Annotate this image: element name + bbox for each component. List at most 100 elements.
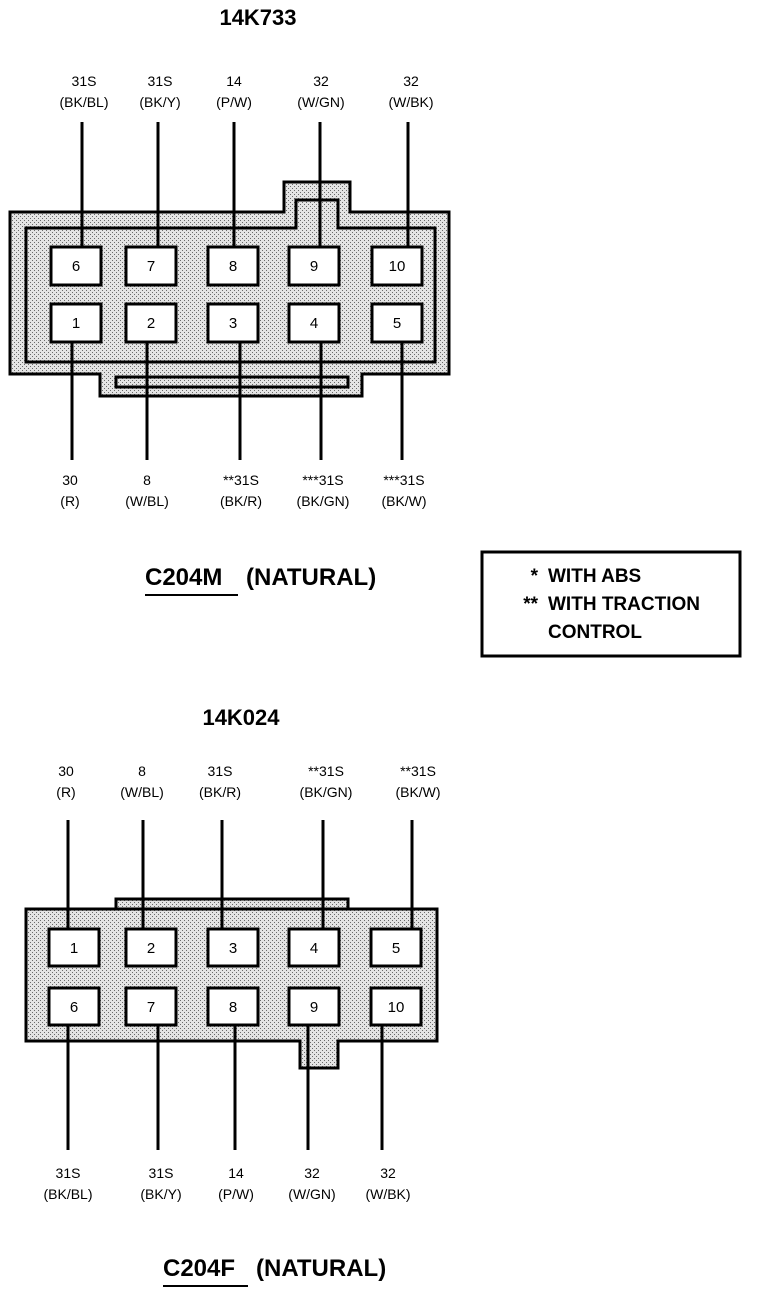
pin-cavity <box>370 245 424 287</box>
pin-cavity <box>124 302 178 344</box>
bottom-pins: 1 2 3 4 5 6 7 8 9 10 <box>47 927 423 1027</box>
top-wire-labels-below: 30 (R) 8 (W/BL) **31S (BK/R) ***31S (BK/… <box>60 472 426 509</box>
pin-cavity <box>287 302 341 344</box>
wire-circuit: 30 <box>62 472 78 488</box>
wire-color: (BK/Y) <box>140 1186 181 1202</box>
wire-circuit: 14 <box>228 1165 244 1181</box>
pin-number: 3 <box>229 315 237 332</box>
bottom-part-number: 14K024 <box>202 705 280 730</box>
legend-mark: * <box>531 566 539 587</box>
bottom-wire-labels-below: 31S (BK/BL) 31S (BK/Y) 14 (P/W) 32 (W/GN… <box>43 1165 410 1202</box>
pin-number: 8 <box>229 999 237 1016</box>
top-part-number: 14K733 <box>219 5 296 30</box>
pin-number: 5 <box>393 315 401 332</box>
wire-circuit: 14 <box>226 73 242 89</box>
wire-circuit: 31S <box>148 73 173 89</box>
bottom-wires-below <box>66 1015 384 1150</box>
pin-cavity <box>287 927 341 968</box>
wire-circuit: **31S <box>223 472 259 488</box>
wire-color: (BK/GN) <box>300 784 353 800</box>
wire-color: (BK/GN) <box>297 493 350 509</box>
pin-cavity <box>287 245 341 287</box>
top-wires-above <box>80 122 410 248</box>
wire-circuit: ***31S <box>302 472 343 488</box>
pin-number: 1 <box>70 940 78 957</box>
top-wire-labels-above: 31S (BK/BL) 31S (BK/Y) 14 (P/W) 32 (W/GN… <box>59 73 433 110</box>
wire-circuit: 32 <box>304 1165 320 1181</box>
wire-color: (BK/BL) <box>59 94 108 110</box>
bottom-wire-labels-above: 30 (R) 8 (W/BL) 31S (BK/R) **31S (BK/GN)… <box>56 763 440 800</box>
wire-circuit: 32 <box>403 73 419 89</box>
wire-color: (P/W) <box>216 94 252 110</box>
pin-cavity <box>124 927 178 968</box>
pin-number: 3 <box>229 940 237 957</box>
wire-color: (BK/R) <box>220 493 262 509</box>
pin-number: 4 <box>310 940 318 957</box>
wire-color: (R) <box>60 493 79 509</box>
wire-circuit: 32 <box>313 73 329 89</box>
pin-number: 2 <box>147 940 155 957</box>
pin-number: 2 <box>147 315 155 332</box>
wire-circuit: ***31S <box>383 472 424 488</box>
bottom-connector-id: C204F <box>163 1255 235 1282</box>
wire-circuit: 32 <box>380 1165 396 1181</box>
pin-number: 9 <box>310 258 318 275</box>
pin-cavity <box>49 302 103 344</box>
wire-circuit: 8 <box>143 472 151 488</box>
legend-mark: ** <box>523 594 538 615</box>
pin-number: 5 <box>392 940 400 957</box>
wire-color: (W/GN) <box>297 94 344 110</box>
pin-number: 7 <box>147 258 155 275</box>
wire-color: (BK/W) <box>395 784 440 800</box>
pin-number: 9 <box>310 999 318 1016</box>
pin-number: 6 <box>72 258 80 275</box>
wire-circuit: 30 <box>58 763 74 779</box>
wire-circuit: 31S <box>208 763 233 779</box>
pin-cavity <box>369 927 423 968</box>
pin-cavity <box>124 986 178 1027</box>
pin-number: 7 <box>147 999 155 1016</box>
pin-cavity <box>47 927 101 968</box>
wire-color: (W/BL) <box>125 493 169 509</box>
pin-cavity <box>370 302 424 344</box>
pin-cavity <box>287 986 341 1027</box>
pin-number: 1 <box>72 315 80 332</box>
legend-text: WITH TRACTION <box>548 594 700 615</box>
wire-circuit: **31S <box>308 763 344 779</box>
wire-color: (BK/W) <box>381 493 426 509</box>
top-pins: 6 7 8 9 10 1 2 3 4 5 <box>49 245 424 344</box>
wire-color: (BK/R) <box>199 784 241 800</box>
top-connector-housing <box>8 180 451 398</box>
pin-cavity <box>206 245 260 287</box>
pin-cavity <box>124 245 178 287</box>
legend-text: WITH ABS <box>548 566 641 587</box>
wire-circuit: 31S <box>56 1165 81 1181</box>
bottom-connector-color: (NATURAL) <box>256 1255 386 1282</box>
legend-box: * WITH ABS ** WITH TRACTION CONTROL <box>480 550 742 658</box>
pin-number: 10 <box>388 999 405 1016</box>
wire-color: (BK/Y) <box>139 94 180 110</box>
wire-circuit: 31S <box>72 73 97 89</box>
wire-color: (P/W) <box>218 1186 254 1202</box>
wire-circuit: **31S <box>400 763 436 779</box>
wire-color: (W/GN) <box>288 1186 335 1202</box>
wire-circuit: 8 <box>138 763 146 779</box>
top-wires-below <box>70 340 404 460</box>
pin-cavity <box>206 927 260 968</box>
legend-text: CONTROL <box>548 622 642 643</box>
bottom-connector-housing <box>24 897 439 1070</box>
top-connector-color: (NATURAL) <box>246 564 376 591</box>
top-connector-id: C204M <box>145 564 222 591</box>
wire-color: (W/BL) <box>120 784 164 800</box>
wire-color: (BK/BL) <box>43 1186 92 1202</box>
wire-color: (R) <box>56 784 75 800</box>
pin-number: 4 <box>310 315 318 332</box>
pin-number: 6 <box>70 999 78 1016</box>
pin-number: 8 <box>229 258 237 275</box>
pin-cavity <box>206 302 260 344</box>
bottom-wires-above <box>66 820 414 935</box>
pin-cavity <box>47 986 101 1027</box>
wire-circuit: 31S <box>149 1165 174 1181</box>
pin-cavity <box>206 986 260 1027</box>
